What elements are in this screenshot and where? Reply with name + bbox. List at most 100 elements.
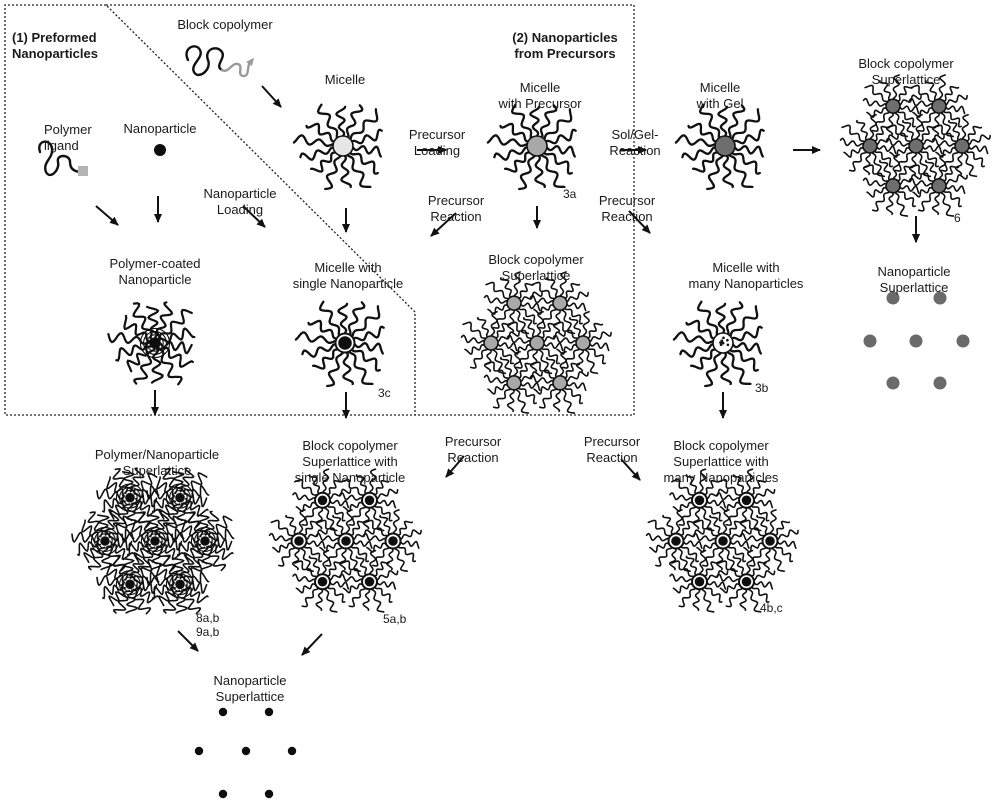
block-copolymer-superlattice-mid-micelle-3 — [460, 311, 520, 375]
micelle-with-single-nanoparticle — [294, 300, 385, 388]
coated-np-5-core — [125, 492, 135, 503]
grey-nanoparticle-1 — [886, 291, 900, 305]
micelle-with-gel — [674, 103, 765, 191]
nanoparticle-label: Nanoparticle — [123, 121, 197, 136]
arrow-reaction-c — [445, 455, 465, 478]
reference-5ab: 5a,b — [383, 612, 407, 626]
arrow-polymer-superlattice-to-np — [177, 630, 199, 652]
coated-np-1-core — [150, 536, 160, 546]
block-copolymer-superlattice-top-micelle-5-core — [885, 98, 901, 114]
block-copolymer-superlattice-many-np-micelle-6 — [716, 549, 776, 613]
block-copolymer-superlattice-mid — [460, 271, 612, 414]
block-copolymer-superlattice-mid-micelle-2-core — [575, 335, 591, 351]
block-copolymer-superlattice-top — [839, 74, 991, 217]
micelle-empty-core — [332, 135, 354, 157]
block-copolymer-superlattice-many-np-micelle-6-core — [741, 576, 752, 587]
coated-np-3 — [71, 510, 135, 572]
block-copolymer-superlattice-mid-micelle-4-core — [552, 295, 568, 311]
black-nanoparticle-1 — [218, 707, 228, 717]
arrow-reaction-d — [620, 458, 641, 481]
grey-nanoparticle-6 — [886, 376, 900, 390]
block-copolymer-superlattice-top-micelle-3-core — [862, 138, 878, 154]
block-copolymer-superlattice-mid-micelle-5-core — [506, 295, 522, 311]
block-copolymer-superlattice-many-np-micelle-2 — [739, 509, 799, 572]
grey-nanoparticle-5 — [956, 334, 970, 348]
block-copolymer-superlattice-single-np-micelle-2-core — [388, 536, 398, 546]
block-copolymer-superlattice-mid-micelle-6-core — [552, 375, 568, 391]
block-copolymer-superlattice-single-np-micelle-3 — [268, 509, 328, 572]
block-copolymer-superlattice-mid-micelle-6 — [529, 350, 589, 414]
free-nanoparticle — [154, 144, 166, 156]
black-nanoparticle-2 — [264, 707, 274, 717]
block-copolymer-superlattice-top-micelle-1-core — [908, 138, 924, 154]
block-copolymer-superlattice-many-np-micelle-3 — [645, 509, 705, 572]
block-copolymer-superlattice-many-np-micelle-5 — [669, 468, 729, 532]
block-copolymer-superlattice-single-np-micelle-3-core — [294, 536, 304, 546]
arrow-bcp-superlattice-to-np — [301, 633, 323, 656]
block-copolymer-superlattice-many-np-micelle-1-core — [718, 536, 728, 546]
block-copolymer-superlattice-top-micelle-3 — [839, 114, 899, 178]
block-copolymer-superlattice-mid-micelle-4 — [529, 271, 589, 335]
polymer-nanoparticle-superlattice — [71, 467, 235, 615]
block-copolymer-superlattice-single-np-micelle-4-core — [364, 495, 375, 506]
block-copolymer-superlattice-mid-micelle-7-core — [506, 375, 522, 391]
coated-np-6 — [146, 554, 210, 615]
block-copolymer-superlattice-mid-micelle-5 — [483, 271, 543, 335]
grey-nanoparticle-4 — [909, 334, 923, 348]
reference-3a: 3a — [563, 187, 577, 201]
micelle-label: Micelle — [324, 72, 366, 87]
block-copolymer-superlattice-many-np-micelle-4-core — [741, 495, 752, 506]
block-copolymer-superlattice-single-np-micelle-4 — [339, 468, 399, 532]
micelle-with-many-nanoparticles — [672, 300, 763, 388]
block-copolymer-superlattice-top-micelle-2 — [931, 114, 991, 178]
block-copolymer-superlattice-top-micelle-2-core — [954, 138, 970, 154]
block-copolymer-superlattice-mid-micelle-2 — [552, 311, 612, 375]
block-copolymer-superlattice-top-micelle-4 — [908, 74, 968, 138]
coated-np-2-core — [200, 536, 210, 546]
coated-np-7 — [96, 554, 160, 615]
block-copolymer-superlattice-single-np — [268, 468, 422, 613]
coated-np-6-core — [175, 579, 185, 590]
black-nanoparticle-3 — [194, 746, 204, 756]
grey-nanoparticle-2 — [933, 291, 947, 305]
coated-np-5 — [96, 467, 160, 528]
block-copolymer-superlattice-mid-micelle-1-core — [529, 335, 545, 351]
block-copolymer-superlattice-top-micelle-4-core — [931, 98, 947, 114]
block-copolymer-superlattice-single-np-micelle-6 — [339, 549, 399, 613]
ligand-anchor-group — [78, 166, 88, 176]
reference-3c: 3c — [378, 386, 391, 400]
black-nanoparticle-5 — [287, 746, 297, 756]
precursor-region-border — [106, 4, 635, 416]
grey-nanoparticle-7 — [933, 376, 947, 390]
polymer-coated-nanoparticle-core — [149, 337, 161, 349]
block-copolymer-superlattice-many-np-micelle-5-core — [694, 495, 705, 506]
block-copolymer-chain — [185, 45, 254, 78]
block-copolymer-superlattice-top-micelle-1 — [885, 114, 945, 178]
block-copolymer-superlattice-many-np-micelle-3-core — [671, 536, 681, 546]
micelle-with-single-nanoparticle-core — [338, 336, 352, 350]
block-copolymer-superlattice-many-np — [645, 468, 799, 613]
block-copolymer-superlattice-many-np-micelle-2-core — [765, 536, 775, 546]
polymer-coated-nanoparticle — [107, 301, 196, 386]
block-copolymer-superlattice-top-micelle-7 — [862, 153, 922, 217]
block-copolymer-superlattice-mid-micelle-1 — [506, 311, 566, 375]
block-copolymer-label: Block copolymer — [177, 17, 273, 32]
